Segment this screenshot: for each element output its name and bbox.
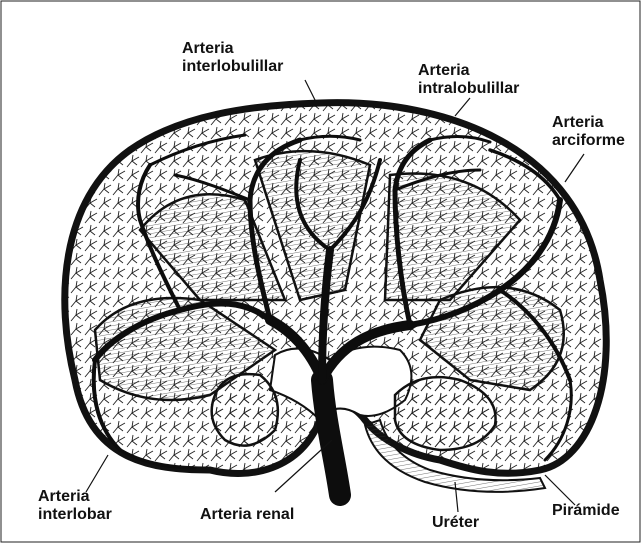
label-arteria-arciforme: Arteria arciforme (552, 114, 625, 150)
leader-intralobulillar (455, 98, 470, 116)
label-arteria-renal: Arteria renal (200, 506, 294, 524)
label-arteria-intralobulillar: Arteria intralobulillar (418, 62, 519, 98)
label-ureter: Uréter (432, 514, 479, 532)
leader-piramide (545, 475, 575, 505)
label-arteria-interlobar: Arteria interlobar (38, 488, 112, 524)
leader-interlobar (86, 455, 108, 492)
label-arteria-interlobulillar: Arteria interlobulillar (182, 40, 283, 76)
leader-arciforme (565, 154, 584, 182)
label-piramide: Pirámide (552, 502, 620, 520)
calyx-left (212, 374, 278, 445)
